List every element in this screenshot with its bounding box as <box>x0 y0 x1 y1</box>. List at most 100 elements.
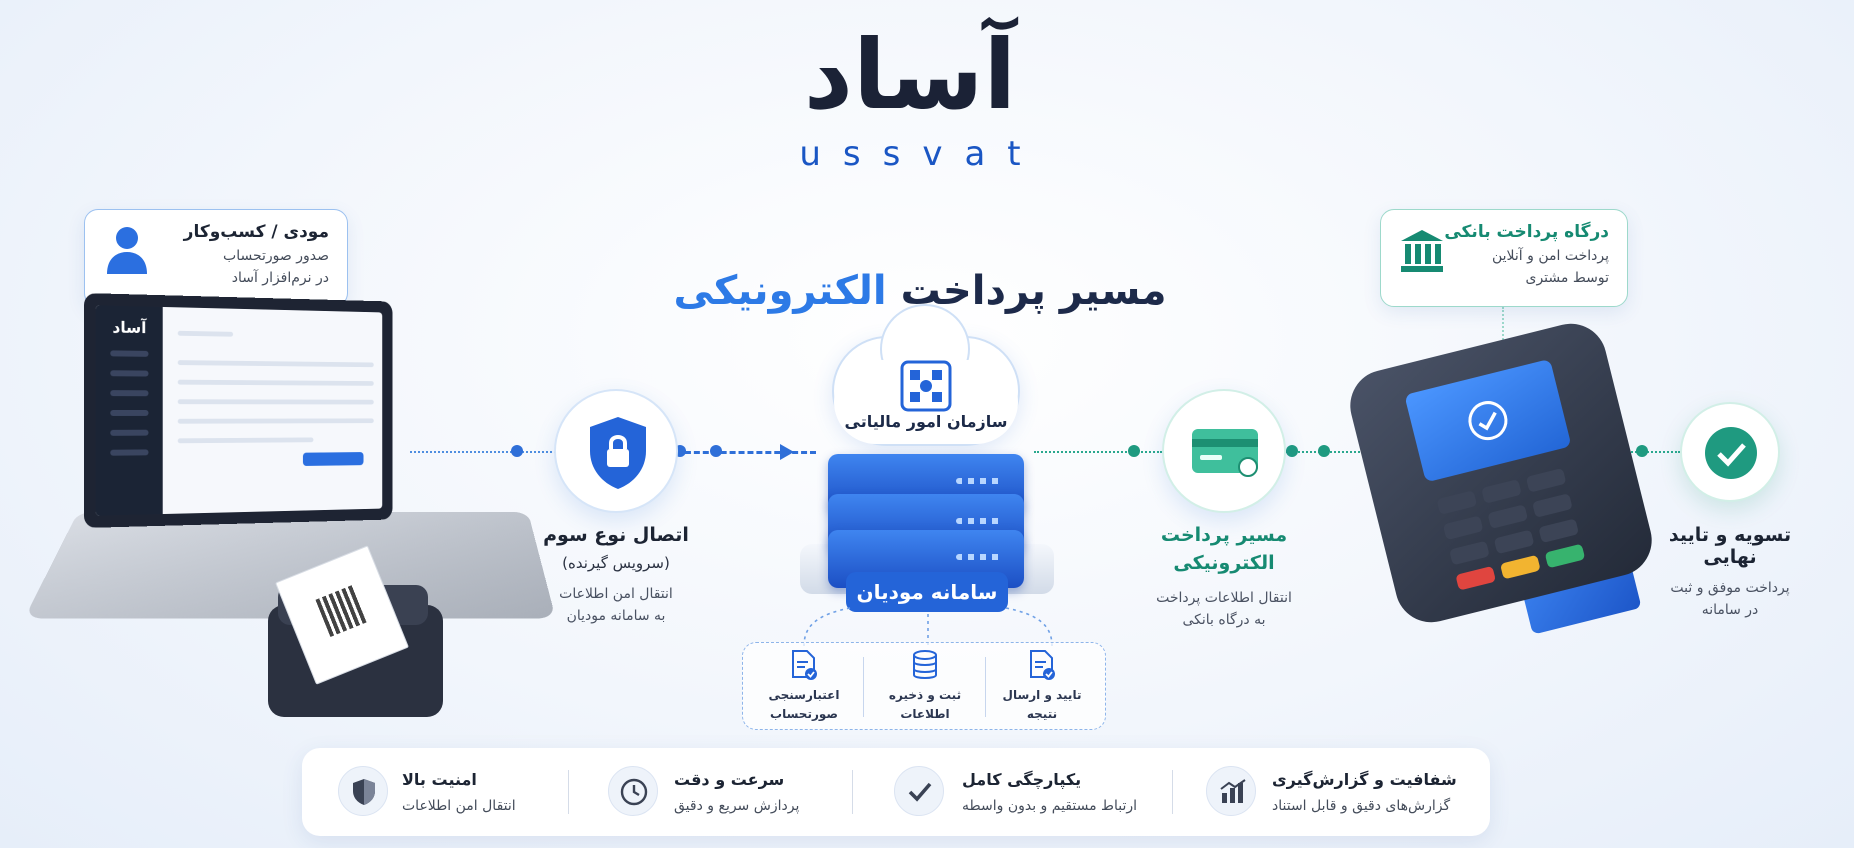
shield-icon <box>338 766 388 816</box>
payment-path-title-line2: الکترونیکی <box>1173 552 1275 574</box>
key <box>1544 543 1586 569</box>
divider <box>863 657 864 717</box>
settlement-text: تسویه و تایید نهایی پرداخت موفق و ثبت در… <box>1640 524 1820 618</box>
row-line <box>177 379 374 386</box>
logo-wordmark-en: ussvat <box>799 134 1043 174</box>
cloud-fill <box>834 360 1018 444</box>
settlement-title: تسویه و تایید نهایی <box>1668 524 1792 568</box>
feature-title: یکپارچگی کامل <box>962 770 1082 789</box>
feature-desc: ارتباط مستقیم و بدون واسطه <box>962 798 1138 814</box>
divider <box>568 770 569 814</box>
flow-dot <box>1636 445 1648 457</box>
feature-title: امنیت بالا <box>402 770 477 789</box>
sub-item-store: ثبت و ذخیره اطلاعات <box>870 649 980 723</box>
key <box>1487 504 1529 530</box>
sub-item-label: تایید و ارسال <box>1002 688 1082 702</box>
taxpayer-title: مودی / کسب‌وکار <box>183 222 329 242</box>
logo: آساد ussvat <box>760 20 1060 190</box>
third-party-subtitle: (سرویس گیرنده) <box>562 554 670 572</box>
main-title-dark: مسیر پرداخت <box>900 268 1167 314</box>
divider <box>852 770 853 814</box>
payment-path-text: مسیر پرداخت الکترونیکی انتقال اطلاعات پر… <box>1134 524 1314 628</box>
row-line <box>177 399 374 405</box>
feature-desc: پردازش سریع و دقیق <box>674 798 800 814</box>
third-party-title: اتصال نوع سوم <box>543 524 689 546</box>
feature-security: امنیت بالا انتقال امن اطلاعات <box>338 762 578 822</box>
pos-keypad <box>1432 462 1601 599</box>
tax-org-label: سازمان امور مالیاتی <box>844 412 1008 431</box>
tax-org-emblem-icon <box>900 360 952 412</box>
side-item <box>110 449 149 456</box>
taxpayer-line2: در نرم‌افزار آساد <box>231 270 329 286</box>
laptop-brand: آساد <box>112 317 147 338</box>
pos-check-icon <box>1468 401 1508 441</box>
key <box>1455 565 1497 591</box>
main-title: مسیر پرداخت الکترونیکی <box>620 268 1220 314</box>
flow-dot <box>1128 445 1140 457</box>
shield-lock-icon <box>590 417 646 489</box>
feature-desc: انتقال امن اطلاعات <box>402 798 516 814</box>
taxpayer-callout: مودی / کسب‌وکار صدور صورتحساب در نرم‌افز… <box>84 209 348 307</box>
check-circle-icon <box>1705 427 1757 479</box>
side-item <box>110 390 149 397</box>
taxpayer-system-label: سامانه مودیان <box>846 572 1008 612</box>
third-party-text: اتصال نوع سوم (سرویس گیرنده) انتقال امن … <box>536 524 696 624</box>
bank-icon <box>1401 230 1443 272</box>
laptop: آساد <box>84 293 393 528</box>
side-item <box>110 370 149 377</box>
side-item <box>110 350 149 357</box>
pos-screen <box>1404 358 1572 483</box>
settlement-badge <box>1680 402 1780 502</box>
key <box>1436 490 1478 515</box>
row-line <box>177 360 374 368</box>
key <box>1538 518 1580 544</box>
bank-gateway-title: درگاه پرداخت بانکی <box>1444 222 1609 242</box>
flow-dot <box>511 445 523 457</box>
sub-item-validate: اعتبارسنجی صورتحساب <box>749 649 859 723</box>
feature-transparency: شفافیت و گزارش‌گیری گزارش‌های دقیق و قاب… <box>1206 762 1476 822</box>
divider <box>985 657 986 717</box>
sub-item-label: اعتبارسنجی <box>768 688 840 702</box>
flow-line-laptop-shield <box>410 451 560 453</box>
row-line <box>177 330 234 337</box>
third-party-line1: انتقال امن اطلاعات <box>559 586 673 602</box>
flow-line-shield-server <box>676 451 816 454</box>
laptop-sidebar: آساد <box>95 305 163 516</box>
payment-path-title-line1: مسیر پرداخت <box>1160 524 1288 546</box>
database-icon <box>913 650 937 679</box>
shield-badge <box>554 389 678 513</box>
sub-item-label: صورتحساب <box>770 707 838 721</box>
laptop-submit-button <box>302 452 364 466</box>
flow-dot <box>1286 445 1298 457</box>
payment-path-line2: به درگاه بانکی <box>1182 612 1266 628</box>
key <box>1449 540 1490 566</box>
clock-icon <box>608 766 658 816</box>
flow-arrow-icon <box>780 444 794 460</box>
flow-dot <box>710 445 722 457</box>
divider <box>1172 770 1173 814</box>
feature-title: شفافیت و گزارش‌گیری <box>1272 770 1457 789</box>
side-item <box>110 410 149 416</box>
sub-item-label: نتیجه <box>1026 707 1058 721</box>
settlement-line2: در سامانه <box>1701 602 1759 618</box>
feature-desc: گزارش‌های دقیق و قابل استناد <box>1272 798 1451 814</box>
payment-card-badge <box>1162 389 1286 513</box>
feature-speed: سرعت و دقت پردازش سریع و دقیق <box>608 762 848 822</box>
flow-line-server-payment <box>1034 451 1162 453</box>
row-line <box>177 418 374 424</box>
side-item <box>110 429 149 436</box>
sub-process-connectors <box>803 607 1053 647</box>
credit-card-icon <box>1192 429 1258 477</box>
qr-code-icon <box>315 584 368 637</box>
sub-item-confirm: تایید و ارسال نتیجه <box>987 649 1097 723</box>
key <box>1442 515 1484 541</box>
payment-path-line1: انتقال اطلاعات پرداخت <box>1156 590 1292 606</box>
main-title-accent: الکترونیکی <box>673 268 887 314</box>
bank-gateway-line1: پرداخت امن و آنلاین <box>1492 248 1609 264</box>
settlement-line1: پرداخت موفق و ثبت <box>1670 580 1790 596</box>
row-line <box>177 437 314 444</box>
key <box>1532 493 1573 518</box>
flow-line-payment-pos <box>1282 451 1392 453</box>
feature-integration: یکپارچگی کامل ارتباط مستقیم و بدون واسطه <box>894 762 1154 822</box>
flow-dot <box>1318 445 1330 457</box>
